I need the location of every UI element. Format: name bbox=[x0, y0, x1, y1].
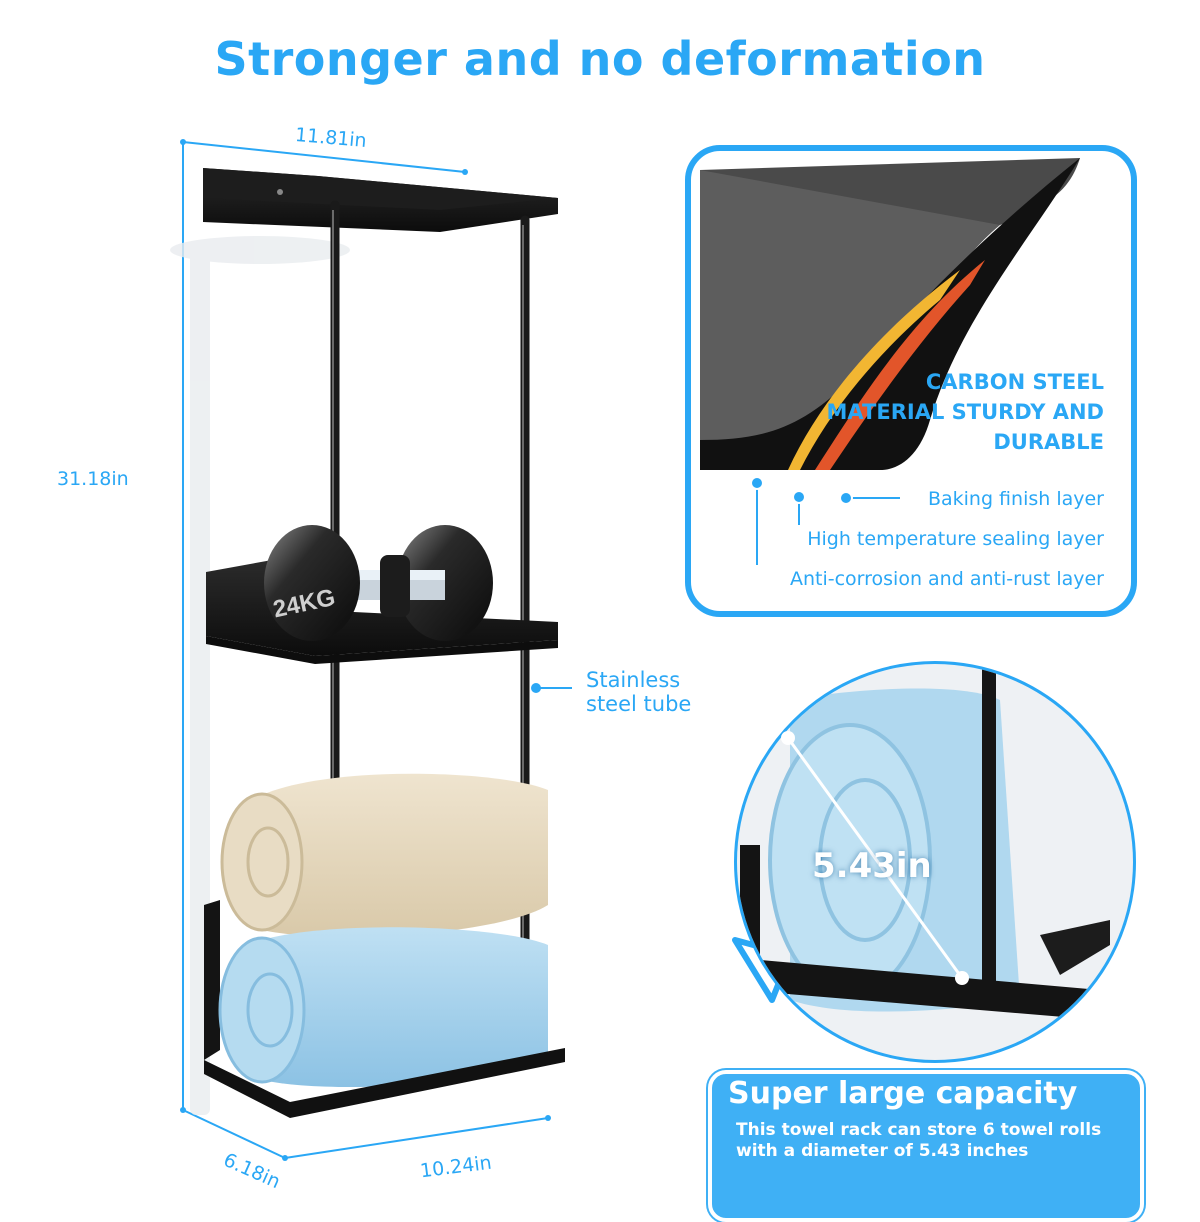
wall-shadow bbox=[170, 236, 350, 1115]
dimension-height: 31.18in bbox=[57, 468, 129, 490]
dumbbell: 24KG bbox=[264, 525, 493, 641]
layer-label-baking: Baking finish layer bbox=[927, 488, 1104, 510]
top-shelf bbox=[203, 168, 558, 232]
capacity-text: This towel rack can store 6 towel rolls … bbox=[736, 1120, 1102, 1161]
material-heading: CARBON STEEL MATERIAL STURDY AND DURABLE bbox=[826, 370, 1104, 454]
bottom-basket bbox=[204, 900, 220, 1060]
towel-diameter-label: 5.43in bbox=[812, 846, 932, 886]
capacity-title: Super large capacity bbox=[728, 1076, 1078, 1111]
towel-closeup bbox=[732, 661, 1136, 1063]
beige-towel bbox=[220, 773, 548, 937]
dimension-lines bbox=[182, 141, 549, 1159]
layer-label-anti-corrosion: Anti-corrosion and anti-rust layer bbox=[789, 568, 1104, 590]
blue-towel bbox=[218, 927, 548, 1088]
page-title: Stronger and no deformation bbox=[214, 32, 986, 86]
tube-label: Stainless steel tube bbox=[586, 668, 692, 716]
layer-label-sealing: High temperature sealing layer bbox=[807, 528, 1104, 550]
